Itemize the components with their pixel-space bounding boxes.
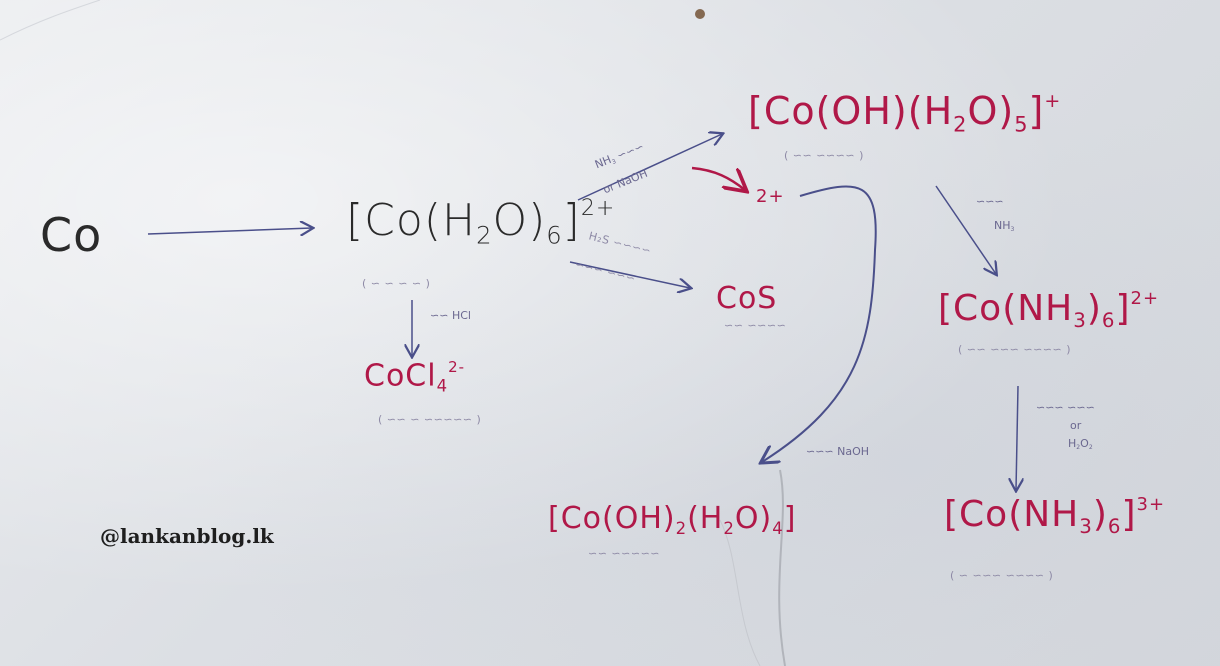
arrow-hydroxo-to-hexaammine2 bbox=[935, 185, 996, 274]
arrow-loop-to-dihydroxo bbox=[762, 185, 877, 462]
arrow-hexaammine2-to-hexaammine3 bbox=[1016, 385, 1018, 490]
species-hexaammine-3: [Co(NH3)6]3+ bbox=[944, 494, 1166, 539]
arrow-hexaaqua-to-hydroxo bbox=[577, 134, 722, 201]
reagent-hcl: ∽∽ HCl bbox=[430, 309, 471, 322]
reagent-h2o2: H2O2 bbox=[1068, 437, 1093, 452]
note-hexaammine-2: ( ∽∽ ∽∽∽ ∽∽∽∽ ) bbox=[958, 343, 1072, 356]
note-cocl4: ( ∽∽ ∽ ∽∽∽∽∽ ) bbox=[378, 413, 482, 426]
intermediate-charge: 2+ bbox=[756, 186, 785, 207]
arrow-hexaaqua-to-cos bbox=[569, 261, 690, 288]
reagent-naoh-excess: ∽∽∽ NaOH bbox=[806, 445, 870, 458]
note-hydroxo: ( ∽∽ ∽∽∽∽ ) bbox=[784, 149, 864, 162]
species-co-metal: Co bbox=[40, 208, 103, 262]
reagent-nh3-right: NH3 bbox=[994, 219, 1015, 234]
species-dihydroxo: [Co(OH)2(H2O)4] bbox=[548, 501, 797, 538]
reagent-nh3-excess: ∽∽∽ bbox=[976, 195, 1004, 208]
arrow-co-to-hexaaqua bbox=[147, 228, 312, 234]
watermark: @lankanblog.lk bbox=[100, 524, 274, 548]
note-hexaaqua: ( ∽ ∽ ∽ ∽ ) bbox=[362, 277, 431, 290]
species-cocl4: CoCl42- bbox=[364, 358, 466, 396]
reagent-air: ∽∽∽ ∽∽∽ bbox=[1036, 401, 1095, 414]
note-hexaammine-3: ( ∽ ∽∽∽ ∽∽∽∽ ) bbox=[950, 569, 1054, 582]
reagent-or-right: or bbox=[1070, 419, 1082, 432]
note-cos: ∽∽ ∽∽∽∽ bbox=[724, 319, 787, 332]
note-dihydroxo: ∽∽ ∽∽∽∽∽ bbox=[588, 547, 661, 560]
species-hexaammine-2: [Co(NH3)6]2+ bbox=[938, 288, 1160, 333]
species-hexaaqua: [Co(H2O)6]2+ bbox=[346, 194, 616, 250]
species-cos: CoS bbox=[716, 281, 778, 316]
arrow-red-naoh bbox=[691, 166, 745, 190]
species-hydroxo: [Co(OH)(H2O)5]+ bbox=[748, 89, 1062, 137]
